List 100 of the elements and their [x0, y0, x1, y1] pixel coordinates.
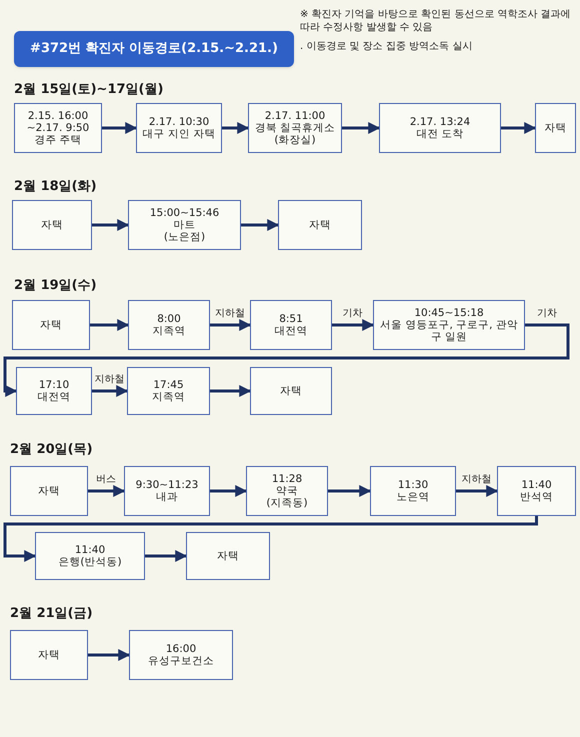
- arrow: [92, 385, 128, 397]
- arrow: [501, 122, 536, 134]
- place-box: [379, 103, 501, 153]
- place-box: [35, 532, 145, 580]
- edge-label: 기차: [537, 309, 557, 319]
- date-heading: 2월 18일(화): [14, 178, 98, 196]
- arrow: [222, 122, 250, 134]
- arrow: [102, 122, 138, 134]
- title-banner: #372번 확진자 이동경로(2.15.~2.21.): [14, 31, 294, 67]
- place-box: [10, 630, 88, 680]
- place-text: 노은역: [396, 491, 430, 503]
- place-box: [497, 466, 576, 516]
- date-heading: 2월 15일(토)~17일(월): [14, 81, 164, 99]
- place-text: 2.15. 16:00 ~2.17. 9:50: [26, 110, 90, 134]
- place-text: 약국: [276, 485, 298, 497]
- place-text: 자택: [38, 649, 60, 661]
- place-box: [186, 532, 270, 580]
- arrow: [328, 485, 372, 497]
- place-text: 17:45: [153, 379, 184, 391]
- place-text: 17:10: [38, 379, 70, 391]
- place-text: 대전역: [38, 391, 70, 403]
- place-text: 경북 칠곡휴게소: [254, 122, 336, 134]
- arrow: [88, 485, 126, 497]
- place-text: 자택: [217, 550, 239, 562]
- date-heading: 2월 19일(수): [14, 277, 98, 295]
- place-text: 내과: [156, 491, 178, 503]
- place-text: 16:00: [166, 643, 196, 655]
- place-text: (노은점): [164, 231, 206, 243]
- place-box: [14, 103, 102, 153]
- arrow: [145, 550, 188, 562]
- place-text: 반석역: [520, 491, 553, 503]
- place-text: 11:40: [521, 479, 552, 491]
- arrow: [342, 122, 380, 134]
- place-text: (지족동): [266, 497, 308, 509]
- arrow: [4, 324, 570, 397]
- date-heading: 2월 20일(목): [10, 441, 94, 459]
- place-box: [128, 300, 210, 350]
- place-text: 지족역: [152, 325, 186, 337]
- place-text: 자택: [280, 385, 302, 397]
- place-text: 자택: [38, 485, 60, 497]
- place-text: 9:30~11:23: [136, 479, 198, 491]
- arrow: [210, 385, 252, 397]
- place-text: 유성구보건소: [148, 655, 214, 667]
- place-text: 11:28: [272, 473, 302, 485]
- place-text: 자택: [40, 319, 62, 331]
- arrow: [4, 516, 538, 562]
- place-text: 서울 영등포구, 구로구, 관악구 일원: [379, 319, 519, 343]
- place-box: [250, 300, 332, 350]
- place-text: 지족역: [152, 391, 185, 403]
- edge-label: 지하철: [462, 475, 492, 485]
- place-text: 자택: [544, 122, 566, 134]
- place-text: 2.17. 11:00: [264, 110, 326, 122]
- place-box: [250, 367, 332, 415]
- place-box: [12, 300, 90, 350]
- place-text: 11:40: [74, 544, 106, 556]
- place-text: 대전 도착: [416, 128, 464, 140]
- date-heading: 2월 21일(금): [10, 605, 94, 623]
- place-box: [136, 103, 222, 153]
- arrow: [92, 219, 130, 231]
- place-box: [10, 466, 88, 516]
- edge-label: 기차: [342, 309, 362, 319]
- place-text: 대구 지인 자택: [142, 128, 216, 140]
- place-box: [373, 300, 525, 350]
- arrow: [241, 219, 280, 231]
- place-text: 마트: [174, 219, 196, 231]
- arrow: [332, 319, 374, 331]
- edge-label: 버스: [96, 475, 116, 485]
- edge-label: 지하철: [94, 375, 124, 385]
- place-box: [248, 103, 342, 153]
- place-text: 2.17. 10:30: [148, 116, 210, 128]
- place-text: 대전역: [274, 325, 308, 337]
- note-text: . 이동경로 및 장소 집중 방역소독 실시: [300, 40, 474, 53]
- place-box: [278, 200, 362, 250]
- place-box: [127, 367, 210, 415]
- place-box: [246, 466, 328, 516]
- place-text: 경주 주택: [34, 134, 82, 146]
- place-box: [16, 367, 92, 415]
- place-box: [124, 466, 210, 516]
- place-text: 은행(반석동): [58, 556, 122, 568]
- place-text: 11:30: [398, 479, 428, 491]
- place-text: 15:00~15:46: [150, 207, 220, 219]
- place-text: 8:00: [157, 313, 181, 325]
- place-box: [370, 466, 456, 516]
- edge-label: 지하철: [215, 309, 245, 319]
- place-box: [129, 630, 233, 680]
- arrow: [90, 319, 130, 331]
- place-text: 자택: [41, 219, 63, 231]
- arrow: [456, 485, 498, 497]
- place-box: [535, 103, 576, 153]
- place-text: 10:45~15:18: [414, 307, 484, 319]
- place-text: 2.17. 13:24: [410, 116, 470, 128]
- arrow: [88, 649, 130, 661]
- place-text: 8:51: [279, 313, 303, 325]
- place-text: (화장실): [274, 134, 316, 146]
- place-text: 자택: [309, 219, 331, 231]
- arrow: [210, 485, 248, 497]
- arrow: [210, 319, 252, 331]
- place-box: [128, 200, 241, 250]
- note-text: ※ 확진자 기억을 바탕으로 확인된 동선으로 역학조사 결과에 따라 수정사항 발생할 수 있음: [300, 8, 572, 34]
- place-box: [12, 200, 92, 250]
